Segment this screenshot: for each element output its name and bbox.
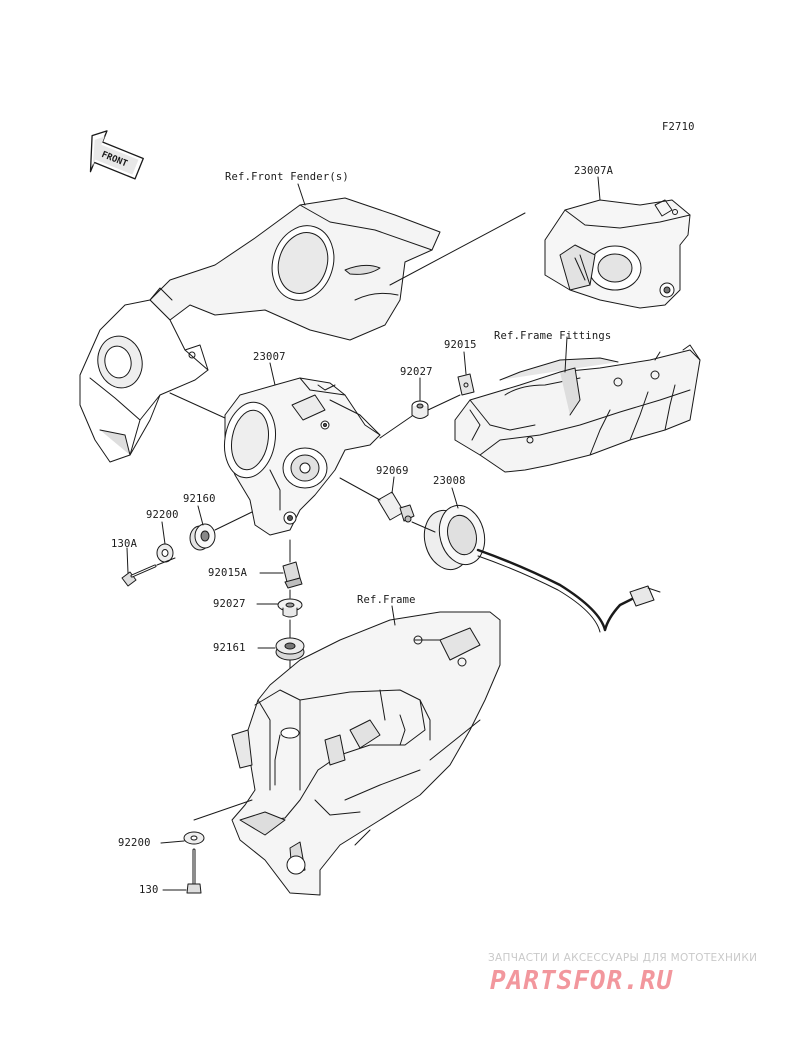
- leader-line: [391, 605, 396, 626]
- leader-line: [193, 799, 253, 821]
- part-number-92161[interactable]: 92161: [213, 642, 246, 654]
- leader-line: [451, 487, 459, 509]
- clip-92015a-shape: [282, 561, 303, 589]
- headlight-23007a-shape: [544, 199, 691, 309]
- part-number-92160[interactable]: 92160: [183, 493, 216, 505]
- front-fender-shape: [79, 197, 441, 463]
- ref-frame-fittings-label: Ref.Frame Fittings: [494, 330, 612, 342]
- leader-line: [156, 557, 176, 566]
- clip-92015-shape: [457, 373, 475, 396]
- collar-92027-mid-shape: [277, 598, 303, 618]
- part-number-92015[interactable]: 92015: [444, 339, 477, 351]
- part-number-130[interactable]: 130: [139, 884, 159, 896]
- bolt-130-shape: [186, 848, 202, 894]
- leader-line: [197, 505, 204, 526]
- leader-line: [339, 477, 381, 501]
- part-number-92027-top[interactable]: 92027: [400, 366, 433, 378]
- leader-line: [161, 521, 166, 545]
- watermark-subtitle: ЗАПЧАСТИ И АКСЕССУАРЫ ДЛЯ МОТОТЕХНИКИ: [488, 952, 758, 964]
- leader-line: [214, 511, 253, 531]
- part-number-92200-bottom[interactable]: 92200: [118, 837, 151, 849]
- washer-92200-bottom-shape: [183, 831, 205, 845]
- ref-front-fender-label: Ref.Front Fender(s): [225, 171, 349, 183]
- bulb-92069-shape: [377, 491, 415, 523]
- part-number-23007a[interactable]: 23007A: [574, 165, 614, 177]
- part-number-23007[interactable]: 23007: [253, 351, 286, 363]
- headlight-23007-shape: [224, 377, 381, 536]
- leader-line: [391, 476, 395, 494]
- ref-frame-label: Ref.Frame: [357, 594, 416, 606]
- part-number-92069[interactable]: 92069: [376, 465, 409, 477]
- leader-line: [389, 212, 526, 286]
- grommet-92161-shape: [275, 637, 305, 661]
- grommet-92160-shape: [189, 523, 216, 551]
- leader-line: [411, 521, 436, 533]
- leader-line: [463, 351, 467, 375]
- part-number-130a[interactable]: 130A: [111, 538, 138, 550]
- part-number-23008[interactable]: 23008: [433, 475, 466, 487]
- figure-code: F2710: [662, 121, 695, 133]
- part-number-92015a[interactable]: 92015A: [208, 567, 248, 579]
- part-number-92027-mid[interactable]: 92027: [213, 598, 246, 610]
- leader-line: [269, 362, 276, 386]
- part-number-92200-top[interactable]: 92200: [146, 509, 179, 521]
- frame-fittings-shape: [454, 344, 701, 473]
- bolt-130a-shape: [121, 564, 157, 587]
- collar-92027-top-shape: [411, 400, 429, 419]
- leader-line: [160, 840, 185, 844]
- watermark-logo: PARTSFOR.RU: [490, 966, 674, 996]
- leader-line: [597, 176, 601, 201]
- leader-line: [126, 547, 129, 574]
- leader-line: [297, 183, 306, 206]
- front-direction-arrow-icon: FRONT: [89, 130, 144, 180]
- leader-line: [379, 415, 413, 439]
- socket-23008-shape: [423, 504, 661, 633]
- frame-shape: [231, 611, 501, 896]
- leader-line: [564, 336, 568, 373]
- leader-line: [169, 392, 226, 419]
- leader-line: [427, 394, 461, 411]
